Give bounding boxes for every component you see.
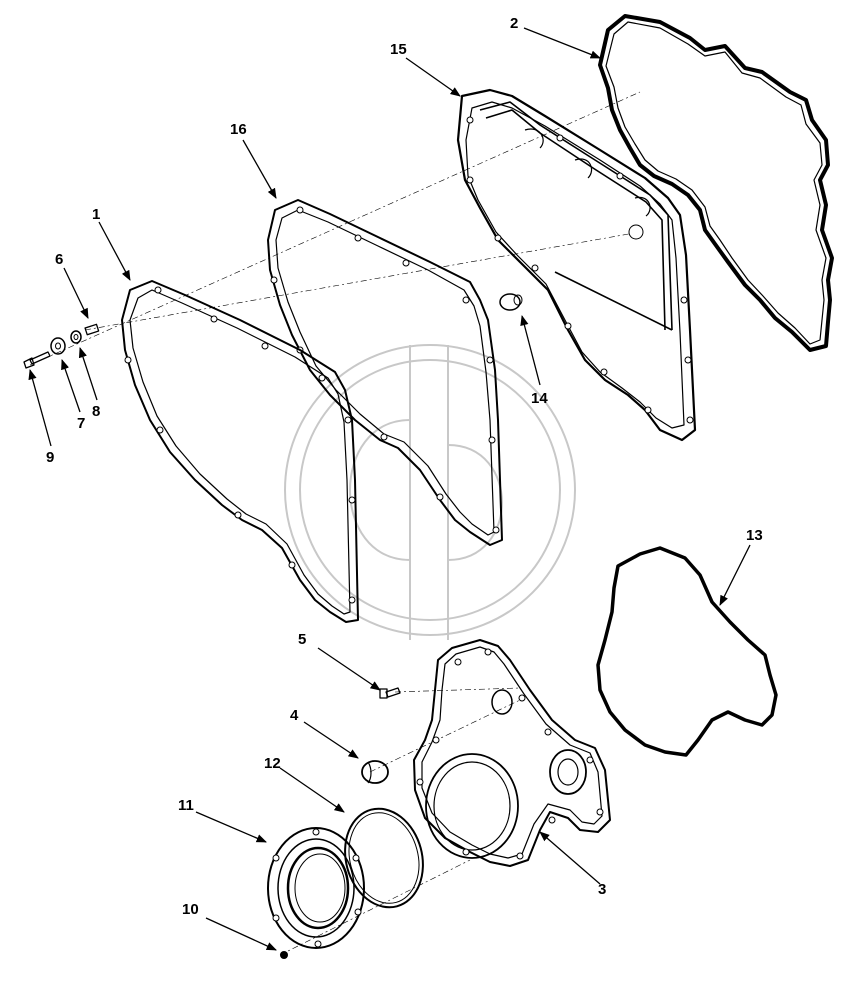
cover-plug <box>499 293 523 311</box>
cover-gasket-front <box>121 280 359 623</box>
callout-5: 5 <box>298 631 306 648</box>
callout-8: 8 <box>92 403 100 420</box>
callout-1: 1 <box>92 206 100 223</box>
callout-labels: 1 2 3 4 5 6 7 8 9 10 11 12 13 14 15 16 <box>46 15 763 918</box>
crankshaft-seal-housing <box>267 827 365 949</box>
rear-cover-plate <box>456 88 697 442</box>
callout-14: 14 <box>531 390 548 407</box>
front-gear-cover <box>413 639 611 867</box>
callout-2: 2 <box>510 15 518 32</box>
callout-10: 10 <box>182 901 199 918</box>
access-cap <box>361 760 389 784</box>
callout-9: 9 <box>46 449 54 466</box>
fastener-set <box>23 323 100 369</box>
callout-16: 16 <box>230 121 247 138</box>
callout-3: 3 <box>598 881 606 898</box>
leader-arrows <box>28 27 751 951</box>
callout-13: 13 <box>746 527 763 544</box>
callout-12: 12 <box>264 755 281 772</box>
callout-15: 15 <box>390 41 407 58</box>
front-cover-gasket <box>596 546 778 757</box>
callout-11: 11 <box>178 797 194 814</box>
front-gear-housing-gasket <box>598 14 834 352</box>
assembly-axes <box>29 91 641 956</box>
cover-gasket-middle <box>267 199 503 546</box>
o-ring-seal <box>344 807 424 909</box>
callout-7: 7 <box>77 415 85 432</box>
callout-6: 6 <box>55 251 63 268</box>
watermark-logo <box>284 344 576 640</box>
seal-dowel-pin <box>280 951 288 959</box>
cover-screw <box>379 687 401 699</box>
gasket-inner-edge <box>605 21 827 345</box>
callout-4: 4 <box>290 707 299 724</box>
